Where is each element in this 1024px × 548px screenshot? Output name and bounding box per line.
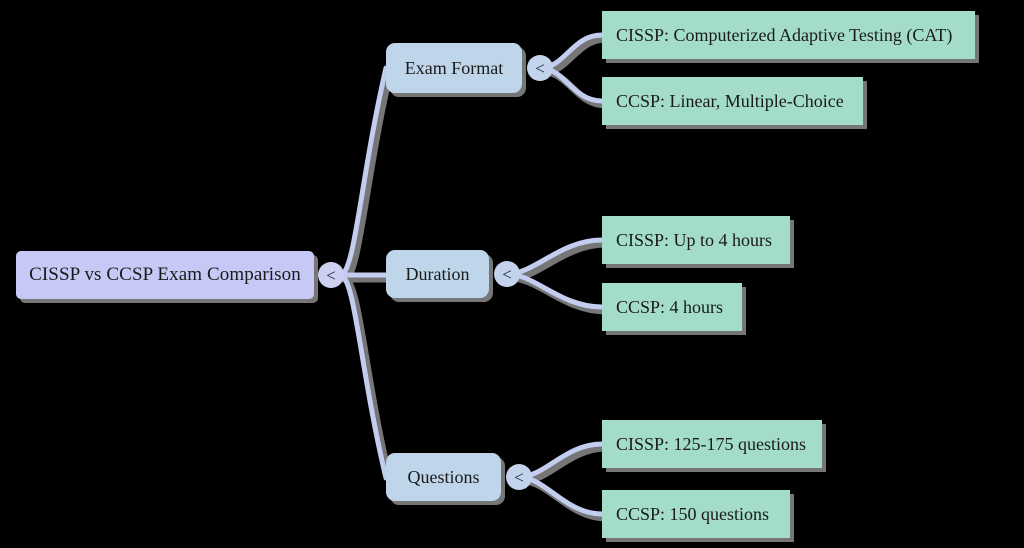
edge-duration-cissp: [504, 237, 605, 277]
edge-shadow-exam-format-cissp: [540, 35, 610, 76]
root-collapse-marker[interactable]: <: [318, 262, 344, 288]
collapse-marker-questions[interactable]: <: [506, 464, 532, 490]
root-node[interactable]: CISSP vs CCSP Exam Comparison: [16, 251, 314, 299]
leaf-node-label: CISSP: Computerized Adaptive Testing (CA…: [616, 24, 953, 45]
leaf-node-ccsp-duration[interactable]: CCSP: 4 hours: [602, 283, 742, 331]
leaf-node-label: CISSP: Up to 4 hours: [616, 229, 773, 250]
branch-node-exam-format[interactable]: Exam Format: [386, 43, 522, 93]
edge-duration-ccsp: [504, 271, 605, 310]
leaf-node-cissp-duration[interactable]: CISSP: Up to 4 hours: [602, 216, 790, 264]
leaf-node-ccsp-format[interactable]: CCSP: Linear, Multiple-Choice: [602, 77, 863, 125]
edge-shadow-duration-cissp: [507, 240, 610, 282]
edge-root-questions: [337, 272, 389, 481]
edge-shadow-exam-format-ccsp: [540, 68, 610, 109]
edge-shadow-root-exam-format: [340, 68, 394, 283]
branch-node-label: Exam Format: [404, 57, 504, 78]
root-node-label: CISSP vs CCSP Exam Comparison: [29, 264, 301, 285]
branch-node-label: Duration: [405, 263, 470, 284]
edge-root-exam-format: [337, 65, 389, 278]
branch-node-label: Questions: [407, 466, 480, 487]
branch-node-duration[interactable]: Duration: [386, 250, 489, 298]
branch-node-questions[interactable]: Questions: [386, 453, 501, 501]
edge-questions-cissp: [516, 441, 605, 480]
edge-questions-ccsp: [516, 474, 605, 517]
leaf-node-ccsp-questions[interactable]: CCSP: 150 questions: [602, 490, 790, 538]
chevron-left-icon: <: [514, 467, 524, 487]
chevron-left-icon: <: [535, 58, 545, 78]
edge-shadow-duration-ccsp: [507, 274, 610, 315]
leaf-node-cissp-questions[interactable]: CISSP: 125-175 questions: [602, 420, 822, 468]
leaf-node-cissp-format[interactable]: CISSP: Computerized Adaptive Testing (CA…: [602, 11, 975, 59]
chevron-left-icon: <: [326, 265, 336, 285]
leaf-node-label: CCSP: 150 questions: [616, 503, 770, 524]
edge-shadow-root-questions: [340, 275, 394, 486]
collapse-marker-duration[interactable]: <: [494, 261, 520, 287]
edge-shadow-questions-ccsp: [519, 477, 610, 522]
chevron-left-icon: <: [502, 264, 512, 284]
leaf-node-label: CISSP: 125-175 questions: [616, 433, 807, 454]
leaf-node-label: CCSP: 4 hours: [616, 296, 724, 317]
collapse-marker-exam-format[interactable]: <: [527, 55, 553, 81]
edge-shadow-questions-cissp: [519, 444, 610, 485]
leaf-node-label: CCSP: Linear, Multiple-Choice: [616, 90, 844, 111]
